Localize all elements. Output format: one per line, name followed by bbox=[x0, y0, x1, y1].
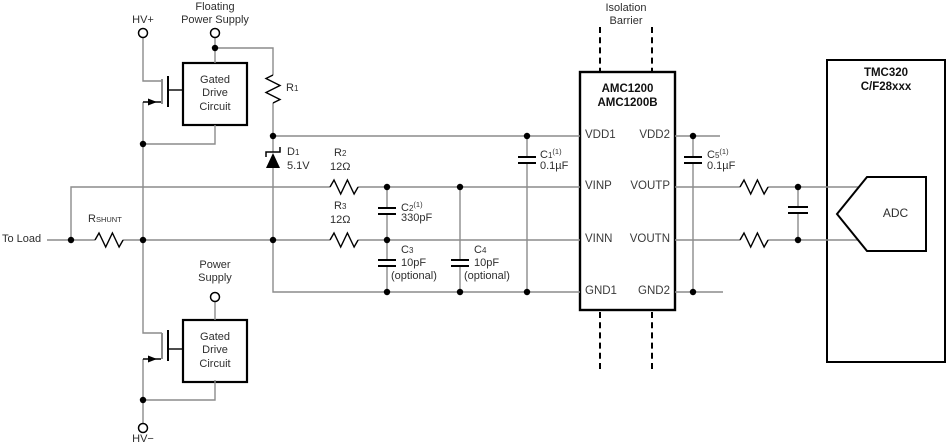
resistor-output-n bbox=[739, 231, 769, 249]
dsp-title-line2: C/F28xxx bbox=[860, 80, 912, 93]
pin-voutn: VOUTN bbox=[629, 233, 670, 245]
c1-label: C1(1) bbox=[540, 147, 562, 161]
pin-vinn: VINN bbox=[585, 233, 613, 245]
resistor-rshunt bbox=[94, 231, 124, 249]
terminal-circles bbox=[137, 27, 221, 434]
gated-drive-top-line1: Gated bbox=[200, 73, 230, 86]
amc-box bbox=[578, 70, 677, 312]
isolation-barrier-line1: Isolation bbox=[605, 2, 647, 14]
capacitor-c2 bbox=[378, 207, 396, 215]
pin-vdd2: VDD2 bbox=[639, 129, 670, 141]
c5-label: C5(1) bbox=[707, 147, 729, 161]
capacitor-c5 bbox=[684, 156, 702, 164]
c3-label: C3 bbox=[401, 244, 414, 256]
isolation-barrier-label: Isolation Barrier bbox=[576, 2, 676, 27]
capacitor-output bbox=[788, 206, 808, 214]
zener-diode-d1 bbox=[265, 147, 281, 168]
c2-value: 330pF bbox=[401, 212, 433, 224]
c3-value: 10pF bbox=[401, 257, 427, 269]
r1-label: R1 bbox=[286, 82, 299, 94]
c1-value: 0.1µF bbox=[540, 160, 569, 172]
gated-drive-bottom-line1: Gated bbox=[200, 330, 230, 343]
amc-title-line1: AMC1200 bbox=[601, 83, 654, 95]
floating-power-supply-line2: Power Supply bbox=[181, 13, 249, 26]
r3-value: 12Ω bbox=[330, 214, 351, 226]
junction-dots bbox=[67, 44, 802, 404]
adc-pentagon bbox=[835, 176, 927, 252]
d1-value: 5.1V bbox=[287, 160, 310, 172]
rshunt-label: RSHUNT bbox=[88, 213, 122, 225]
pin-gnd1: GND1 bbox=[585, 285, 617, 297]
hv-plus-label: HV+ bbox=[132, 14, 154, 26]
terminal-hv-minus bbox=[137, 422, 149, 434]
capacitor-c4 bbox=[451, 259, 469, 267]
terminal-floating-supply bbox=[209, 27, 221, 39]
c4-value: 10pF bbox=[474, 257, 500, 269]
c4-label: C4 bbox=[474, 244, 487, 256]
floating-power-supply-label: Floating Power Supply bbox=[165, 1, 265, 26]
amc-title-line2: AMC1200B bbox=[597, 96, 658, 109]
c5-value: 0.1µF bbox=[707, 160, 736, 172]
to-load-label: To Load bbox=[2, 233, 42, 245]
r2-value: 12Ω bbox=[330, 161, 351, 173]
capacitor-c3 bbox=[378, 259, 396, 267]
power-supply-line1: Power bbox=[199, 259, 231, 271]
r2-label: R2 bbox=[334, 147, 347, 159]
power-supply-line2: Supply bbox=[198, 271, 232, 284]
gated-drive-bottom-label: Gated Drive Circuit bbox=[183, 320, 247, 382]
isolation-barrier-dashes bbox=[599, 27, 653, 372]
r3-label: R3 bbox=[334, 200, 347, 212]
resistor-r2 bbox=[329, 178, 359, 196]
gated-drive-top-line2: Drive bbox=[202, 87, 228, 100]
dsp-title: TMC320 C/F28xxx bbox=[827, 67, 945, 94]
wire-group bbox=[47, 38, 858, 423]
c3-note: (optional) bbox=[391, 270, 437, 282]
gated-drive-box-bottom bbox=[181, 318, 249, 384]
gated-drive-bottom-line3: Circuit bbox=[199, 357, 231, 370]
gated-drive-top-label: Gated Drive Circuit bbox=[183, 63, 247, 125]
resistor-r1 bbox=[264, 74, 282, 104]
dsp-title-line1: TMC320 bbox=[863, 67, 909, 79]
amc-title: AMC1200 AMC1200B bbox=[580, 83, 675, 110]
pin-voutp: VOUTP bbox=[630, 180, 670, 192]
terminal-power-supply bbox=[209, 291, 221, 303]
pin-gnd2: GND2 bbox=[638, 285, 670, 297]
c2-label: C2(1) bbox=[401, 200, 423, 214]
gated-drive-top-line3: Circuit bbox=[199, 100, 231, 113]
isolation-barrier-line2: Barrier bbox=[609, 14, 643, 27]
pin-vinp: VINP bbox=[585, 180, 612, 192]
mosfet-low-side bbox=[143, 330, 183, 363]
resistor-output-p bbox=[739, 178, 769, 196]
capacitor-c1 bbox=[518, 156, 536, 164]
mosfet-high-side bbox=[143, 76, 183, 107]
d1-label: D1 bbox=[287, 146, 300, 158]
power-supply-label: Power Supply bbox=[175, 259, 255, 284]
adc-label: ADC bbox=[882, 206, 909, 220]
c4-note: (optional) bbox=[464, 270, 510, 282]
floating-power-supply-line1: Floating bbox=[195, 1, 235, 13]
pin-vdd1: VDD1 bbox=[585, 129, 616, 141]
gated-drive-bottom-line2: Drive bbox=[202, 344, 228, 357]
resistor-r3 bbox=[329, 231, 359, 249]
hv-minus-label: HV− bbox=[132, 433, 154, 445]
terminal-hv-plus bbox=[137, 27, 149, 39]
